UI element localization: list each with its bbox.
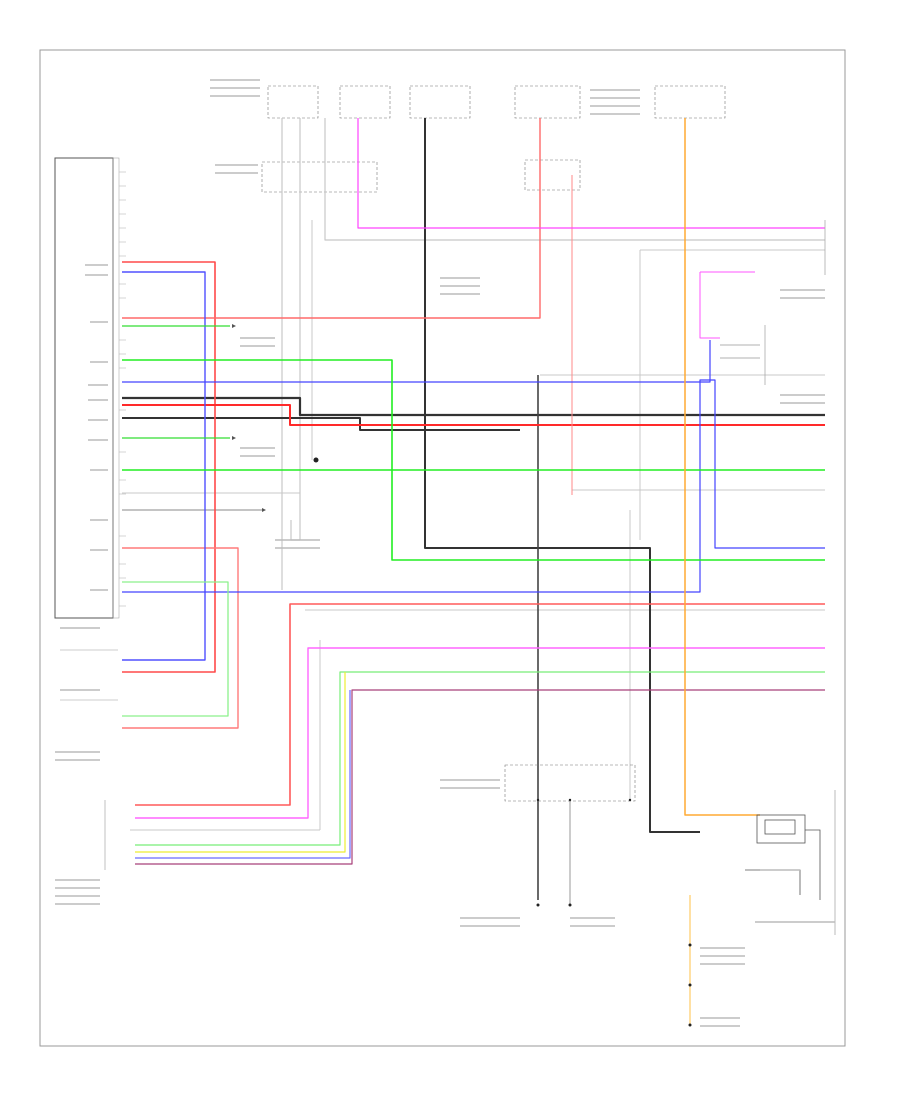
top-relay-5 [654, 85, 726, 119]
arrow-marker-1 [232, 324, 236, 328]
junctions [313, 457, 692, 1027]
junction-dot-1 [313, 457, 319, 463]
bottom-relay [504, 764, 636, 802]
junction-dot-4 [628, 798, 632, 802]
bottom-right-component [745, 814, 821, 900]
diagram-border [39, 49, 846, 1047]
wire-magenta-4 [699, 272, 720, 339]
arrow-markers [232, 324, 266, 512]
wire-blue-3 [122, 379, 825, 593]
wire-blue-1 [122, 271, 206, 661]
top-relay-3 [409, 85, 471, 119]
bottom-right-lower-line [745, 869, 801, 895]
bottom-right-box [756, 814, 806, 844]
wire-red-2 [122, 118, 541, 319]
wire-magenta-2 [135, 647, 825, 819]
mid-relay-left [261, 161, 378, 193]
main-module-pin-ticks [119, 171, 126, 607]
bottom-right-ground-line [805, 829, 821, 900]
wire-gray-3 [324, 118, 825, 241]
wire-blue-4 [135, 690, 351, 859]
bottom-right-box-inner [764, 819, 796, 835]
wire-red-3 [122, 404, 825, 426]
wire-green-6 [135, 671, 825, 846]
main-module [54, 157, 126, 619]
wire-orange-1 [684, 118, 760, 816]
wire-red-5 [135, 603, 825, 806]
main-module-connector-strip [112, 157, 120, 619]
junction-dot-3 [568, 798, 572, 802]
wire-yellow-1 [135, 672, 346, 853]
arrow-marker-2 [232, 436, 236, 440]
left-bottom-connectors [60, 649, 118, 870]
wire-green-2 [122, 359, 825, 561]
illegible-label-marks [55, 79, 835, 1027]
wire-purple-1 [135, 689, 825, 865]
wires [122, 118, 825, 1025]
wire-red-1 [122, 261, 216, 673]
top-relay-2 [339, 85, 391, 119]
junction-dot-9 [688, 1023, 692, 1027]
arrow-marker-3 [262, 508, 266, 512]
junction-dot-5 [536, 903, 540, 907]
wire-green-5 [122, 581, 229, 717]
wire-blue-2 [122, 340, 711, 383]
wire-black-3 [424, 118, 700, 833]
wire-red-4 [122, 547, 239, 729]
top-relay-1 [267, 85, 319, 119]
junction-dot-7 [688, 943, 692, 947]
junction-dot-8 [688, 983, 692, 987]
junction-dot-6 [568, 903, 572, 907]
top-relay-4 [514, 85, 581, 119]
right-connectors [764, 220, 836, 935]
wire-black-1 [122, 396, 825, 417]
wire-magenta-1 [357, 118, 825, 229]
mid-relay-right [524, 159, 581, 191]
wire-gray-2 [290, 118, 301, 541]
junction-dot-2 [536, 798, 540, 802]
top-components [261, 85, 726, 193]
